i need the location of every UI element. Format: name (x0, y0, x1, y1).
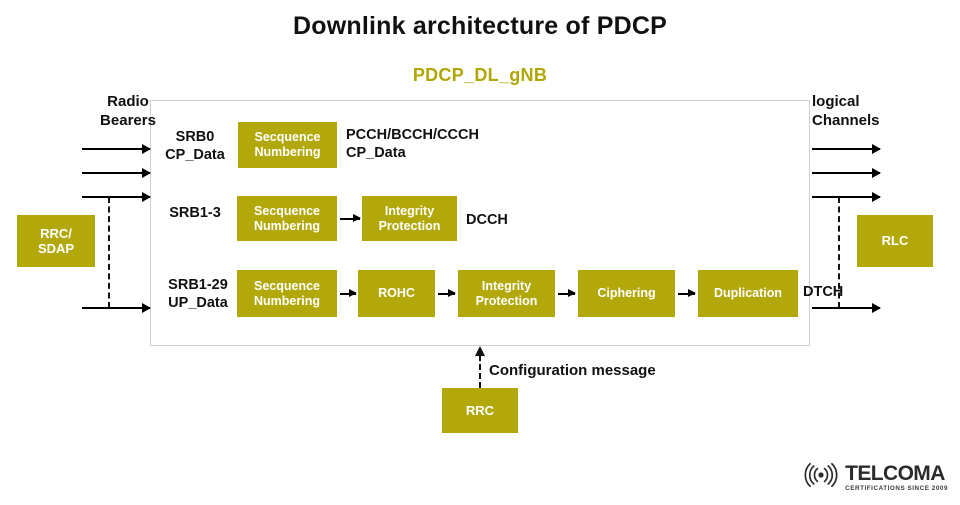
radio-bearers-label: Radio Bearers (78, 93, 178, 131)
rlc-block[interactable]: RLC (857, 215, 933, 267)
radio-bearer-arrow-1 (82, 144, 151, 154)
logical-channel-arrow-3 (812, 192, 881, 202)
bearer-label-row-2: SRB1-3 (156, 204, 234, 222)
block-row3-duplication[interactable]: Duplication (698, 270, 798, 317)
diagram-subtitle: PDCP_DL_gNB (412, 65, 548, 85)
radio-bearer-arrow-3 (82, 192, 151, 202)
block-row3-ciphering[interactable]: Ciphering (578, 270, 675, 317)
page-title: Downlink architecture of PDCP (293, 12, 667, 40)
block-row2-integrity-protection[interactable]: Integrity Protection (362, 196, 457, 241)
arrow-row3-rohc-to-integrity (438, 290, 456, 297)
logical-channels-line-2: Channels (812, 111, 880, 129)
radio-bearer-arrow-2 (82, 168, 151, 178)
block-row3-ip-line-2: Protection (475, 293, 538, 308)
configuration-message-label: Configuration message (489, 362, 656, 379)
channel-row-3-line-1: DTCH (803, 284, 844, 300)
block-row2-sn-line-2: Numbering (254, 218, 320, 233)
bearer-label-row-1: SRB0 CP_Data (156, 128, 234, 164)
logo-tagline-text: CERTIFICATIONS SINCE 2009 (845, 484, 948, 492)
left-dashed-connector (108, 197, 110, 308)
bearer-row-2-line-1: SRB1-3 (169, 205, 221, 221)
rrc-block[interactable]: RRC (442, 388, 518, 433)
radio-bearers-line-2: Bearers (100, 111, 156, 129)
block-row3-rohc[interactable]: ROHC (358, 270, 435, 317)
logical-channel-arrow-4 (812, 303, 881, 313)
logo-brand-text: TELCOMA (845, 461, 945, 485)
arrow-row2-sn-to-integrity (340, 215, 361, 222)
block-row3-ciphering-line-1: Ciphering (597, 286, 656, 301)
block-row3-sequence-numbering[interactable]: Secquence Numbering (237, 270, 337, 317)
logical-channels-line-1: logical (812, 93, 860, 110)
bearer-row-3-line-1: SRB1-29 (168, 277, 228, 293)
channel-row-1-line-2: CP_Data (346, 145, 406, 162)
telcoma-logo: TELCOMA CERTIFICATIONS SINCE 2009 (801, 462, 948, 493)
block-row2-sn-line-1: Secquence (253, 203, 320, 218)
block-row3-sn-line-2: Numbering (254, 293, 320, 308)
block-row1-sn-line-1: Secquence (254, 130, 321, 145)
rrc-sdap-line-1: RRC/ (40, 225, 72, 241)
rrc-config-dashed-arrow (475, 346, 485, 388)
pdcp-entity-frame (150, 100, 810, 346)
block-row3-integrity-protection[interactable]: Integrity Protection (458, 270, 555, 317)
channel-label-row-1: PCCH/BCCH/CCCH CP_Data (346, 126, 546, 162)
block-row3-rohc-line-1: ROHC (378, 286, 415, 301)
rrc-sdap-block[interactable]: RRC/ SDAP (17, 215, 95, 267)
rrc-sdap-line-2: SDAP (37, 241, 75, 256)
block-row1-sequence-numbering[interactable]: Secquence Numbering (238, 122, 337, 168)
logical-channel-arrow-2 (812, 168, 881, 178)
channel-label-row-3: DTCH (803, 283, 873, 301)
block-row2-ip-line-1: Integrity (384, 203, 435, 218)
bearer-row-1-line-2: CP_Data (165, 147, 225, 164)
block-row2-ip-line-2: Protection (378, 218, 441, 233)
channel-row-2-line-1: DCCH (466, 212, 508, 228)
arrow-row3-sn-to-rohc (340, 290, 357, 297)
logical-channels-label: logical Channels (812, 93, 922, 131)
rrc-block-label: RRC (465, 402, 495, 418)
block-row2-sequence-numbering[interactable]: Secquence Numbering (237, 196, 337, 241)
block-row3-sn-line-1: Secquence (253, 278, 320, 293)
bearer-row-3-line-2: UP_Data (168, 295, 228, 312)
radio-bearers-line-1: Radio (107, 93, 149, 110)
block-row1-sn-line-2: Numbering (254, 145, 321, 159)
channel-row-1-line-1: PCCH/BCCH/CCCH (346, 127, 479, 143)
channel-label-row-2: DCCH (466, 211, 586, 229)
arrow-row3-ciphering-to-duplication (678, 290, 696, 297)
logical-channel-arrow-1 (812, 144, 881, 154)
block-row3-ip-line-1: Integrity (481, 278, 532, 293)
right-dashed-connector (838, 197, 840, 308)
bearer-label-row-3: SRB1-29 UP_Data (156, 276, 240, 312)
broadcast-signal-icon (801, 462, 841, 493)
bearer-row-1-line-1: SRB0 (175, 129, 215, 145)
radio-bearer-arrow-4 (82, 303, 151, 313)
block-row3-duplication-line-1: Duplication (713, 286, 783, 301)
arrow-row3-integrity-to-ciphering (558, 290, 576, 297)
rlc-label: RLC (881, 233, 909, 249)
